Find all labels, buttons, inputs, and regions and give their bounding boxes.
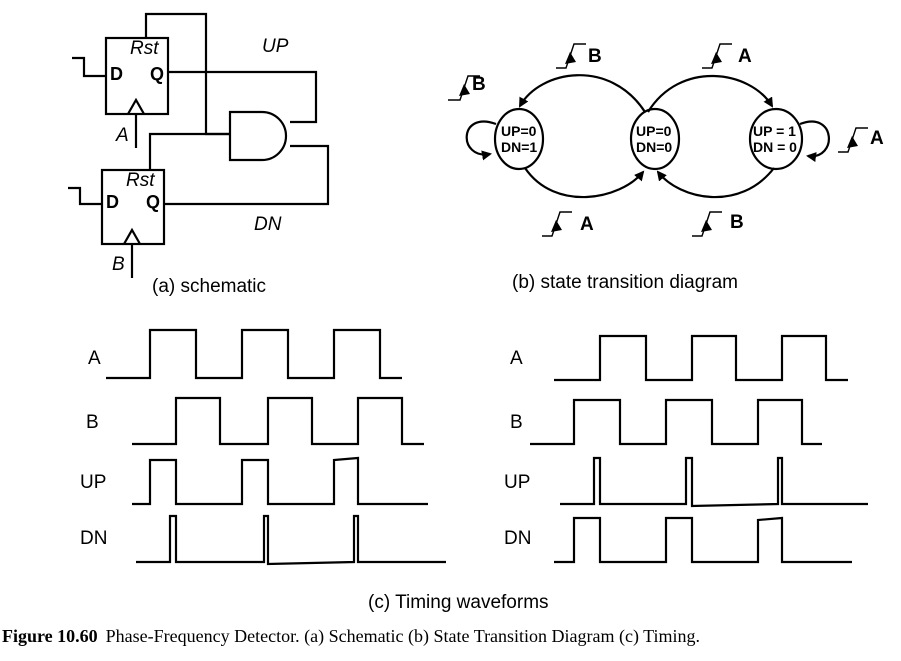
output-up-label: UP	[262, 36, 289, 57]
signal-label-up-left: UP	[80, 472, 106, 493]
svg-text:A: A	[870, 128, 884, 149]
svg-text:A: A	[738, 46, 752, 67]
input-a-label: A	[115, 125, 129, 146]
caption-state-diagram: (b) state transition diagram	[512, 272, 738, 293]
transition-dn-self	[465, 120, 497, 161]
state-dn-line2: DN=1	[501, 139, 537, 155]
caption-schematic: (a) schematic	[152, 276, 266, 297]
signal-label-dn-right: DN	[504, 528, 531, 549]
svg-text:A: A	[580, 214, 594, 235]
signal-label-b-left: B	[86, 412, 99, 433]
clock-triangle-top	[127, 97, 145, 115]
input-b-label: B	[112, 254, 125, 275]
output-dn-label: DN	[254, 214, 282, 235]
svg-text:B: B	[730, 212, 744, 233]
wire-reset-bottom	[148, 132, 206, 170]
d-input-top	[72, 56, 106, 78]
svg-text:B: B	[588, 46, 602, 67]
event-bottom-left: A	[542, 211, 594, 237]
state-idle-line1: UP=0	[636, 123, 672, 139]
waveform-up-left	[132, 456, 428, 506]
state-dn	[493, 107, 545, 171]
transition-up-self	[799, 120, 830, 163]
waveform-b-left	[132, 396, 424, 446]
waveform-a-left	[106, 328, 402, 380]
d-pin-top: D	[110, 64, 123, 84]
figure-caption: Figure 10.60 Phase-Frequency Detector. (a…	[2, 626, 700, 647]
wire-dn-output	[164, 144, 330, 206]
waveform-b-right	[530, 398, 822, 446]
caption-timing: (c) Timing waveforms	[368, 592, 549, 613]
waveform-dn-left	[136, 514, 446, 566]
schematic: Rst D Q A Rst D Q B UP DN (a) schematic	[68, 12, 330, 297]
waveform-a-right	[554, 334, 848, 382]
clock-triangle-bottom	[123, 227, 141, 245]
state-up-line2: DN = 0	[753, 139, 797, 155]
signal-label-b-right: B	[510, 412, 523, 433]
wire-up-output	[168, 70, 318, 124]
svg-text:B: B	[472, 74, 486, 95]
event-top-left: B	[556, 43, 602, 69]
transition-idle-to-dn	[519, 74, 646, 113]
timing-left: A B UP DN	[80, 328, 446, 566]
state-up-line1: UP = 1	[753, 123, 796, 139]
state-idle	[629, 107, 681, 171]
and-gate	[228, 110, 288, 162]
event-bottom-right: B	[692, 211, 744, 237]
d-pin-bottom: D	[106, 192, 119, 212]
rst-label-bottom: Rst	[126, 170, 155, 191]
waveform-dn-right	[554, 516, 852, 564]
transition-dn-to-idle	[524, 167, 645, 199]
d-input-bottom	[68, 186, 102, 206]
transition-idle-to-up	[647, 74, 774, 113]
waveform-up-right	[560, 456, 868, 508]
figure-number: Figure 10.60	[2, 626, 98, 646]
state-diagram: UP=0 DN=1 UP=0 DN=0 UP = 1 DN = 0 B B A	[448, 43, 884, 293]
state-dn-line1: UP=0	[501, 123, 537, 139]
signal-label-up-right: UP	[504, 472, 530, 493]
signal-label-a-right: A	[510, 348, 523, 369]
transition-up-to-idle	[656, 167, 775, 199]
figure-caption-text: Phase-Frequency Detector. (a) Schematic …	[106, 626, 700, 647]
event-self-left: B	[448, 74, 486, 101]
event-self-right: A	[838, 127, 884, 153]
timing-right: A B UP DN	[504, 334, 868, 564]
q-pin-bottom: Q	[146, 192, 160, 212]
event-top-right: A	[702, 43, 752, 69]
rst-label-top: Rst	[130, 38, 159, 59]
signal-label-dn-left: DN	[80, 528, 107, 549]
state-idle-line2: DN=0	[636, 139, 672, 155]
signal-label-a-left: A	[88, 348, 101, 369]
q-pin-top: Q	[150, 64, 164, 84]
state-up	[748, 107, 804, 171]
